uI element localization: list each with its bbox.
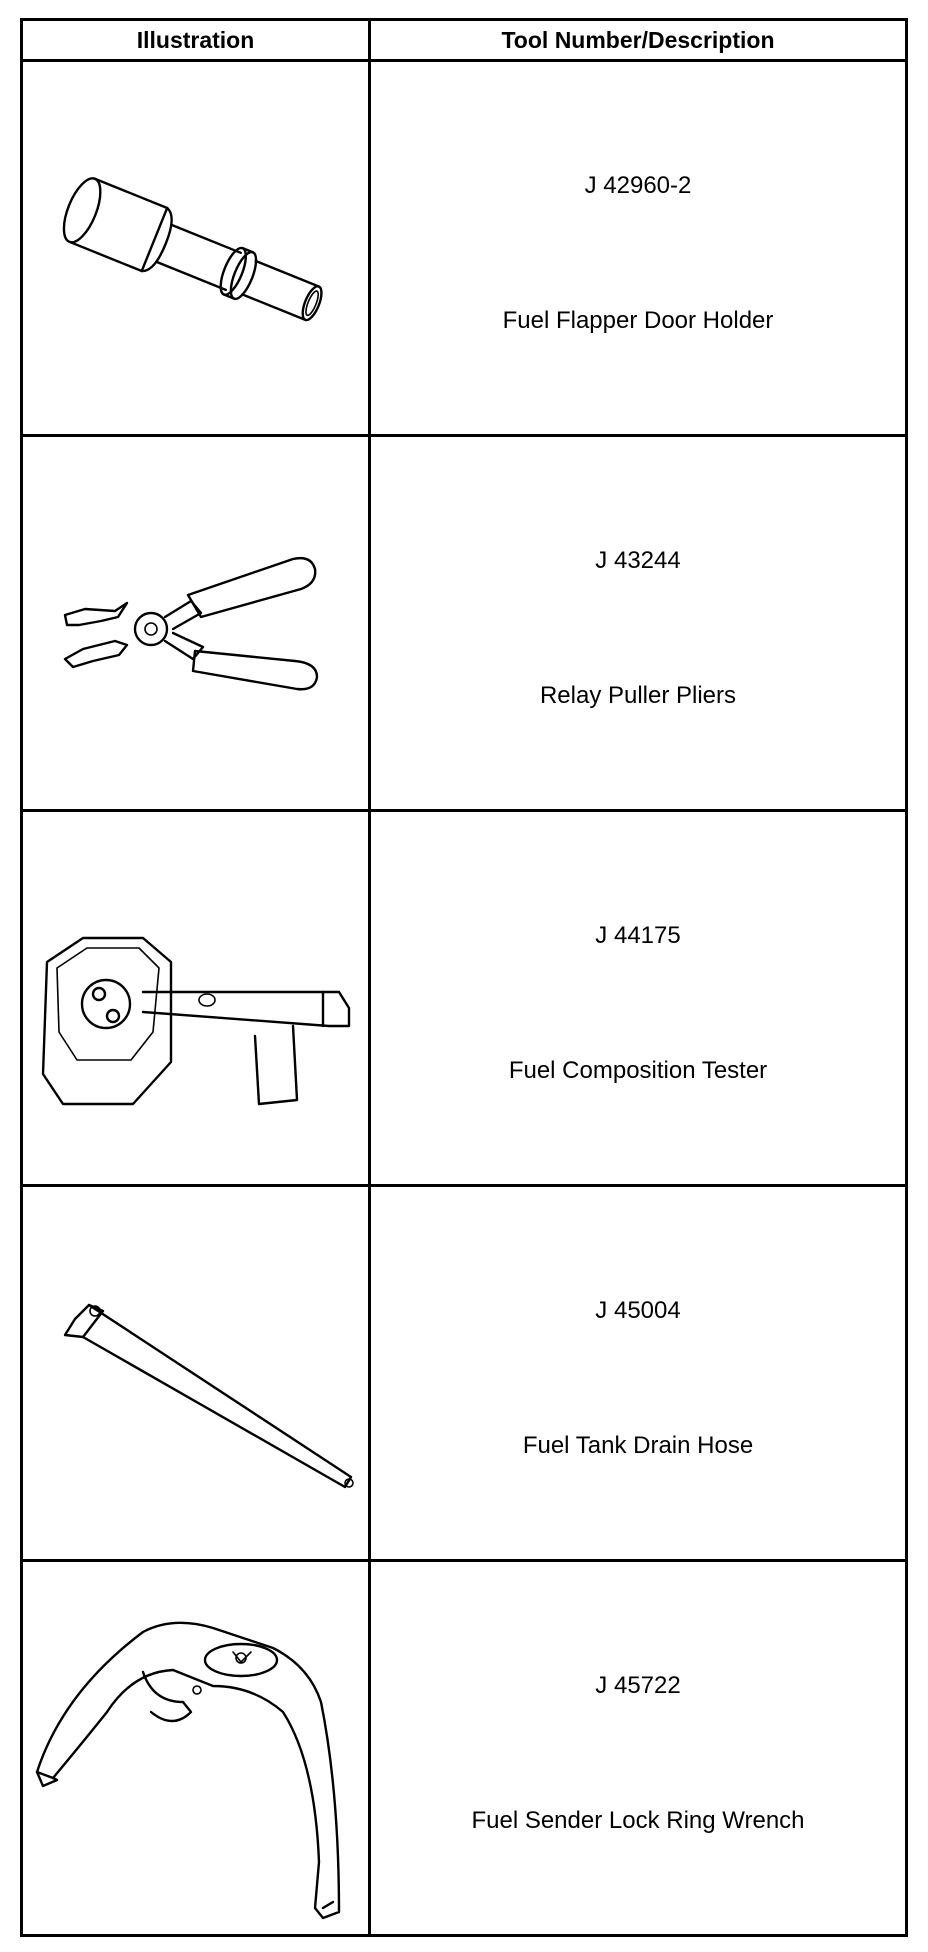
description-cell: J 45722 Fuel Sender Lock Ring Wrench [368,1559,908,1937]
tool-table: Illustration Tool Number/Description [20,18,908,1937]
description-cell: J 42960-2 Fuel Flapper Door Holder [368,59,908,437]
table-row: J 45004 Fuel Tank Drain Hose [20,1184,908,1562]
header-illustration: Illustration [20,18,371,62]
illustration-cell [20,1559,371,1937]
flapper-door-holder-icon [62,177,323,322]
fuel-composition-tester-icon [41,936,351,1106]
illustration-cell [20,434,371,812]
tool-description: Fuel Tank Drain Hose [522,1432,754,1459]
description-cell: J 45004 Fuel Tank Drain Hose [368,1184,908,1562]
tool-number: J 45004 [595,1297,681,1324]
tool-number: J 42960-2 [584,172,692,199]
description-cell: J 44175 Fuel Composition Tester [368,809,908,1187]
table-row: J 45722 Fuel Sender Lock Ring Wrench [20,1559,908,1937]
tool-description: Fuel Sender Lock Ring Wrench [471,1807,805,1834]
tool-number: J 45722 [595,1672,681,1699]
illustration-cell [20,1184,371,1562]
illustration-cell [20,59,371,437]
lock-ring-wrench-icon [35,1621,341,1920]
fuel-tank-drain-hose-icon [63,1303,354,1489]
table-row: J 42960-2 Fuel Flapper Door Holder [20,59,908,437]
description-cell: J 43244 Relay Puller Pliers [368,434,908,812]
table-row: J 44175 Fuel Composition Tester [20,809,908,1187]
table-row: J 43244 Relay Puller Pliers [20,434,908,812]
tool-description: Relay Puller Pliers [539,682,737,709]
illustration-cell [20,809,371,1187]
relay-puller-pliers-icon [63,556,319,691]
tool-number: J 44175 [595,922,681,949]
header-tool-number-description: Tool Number/Description [368,18,908,62]
tool-description: Fuel Composition Tester [508,1057,768,1084]
header-row: Illustration Tool Number/Description [20,18,908,62]
tool-description: Fuel Flapper Door Holder [502,307,774,334]
tool-number: J 43244 [595,547,681,574]
